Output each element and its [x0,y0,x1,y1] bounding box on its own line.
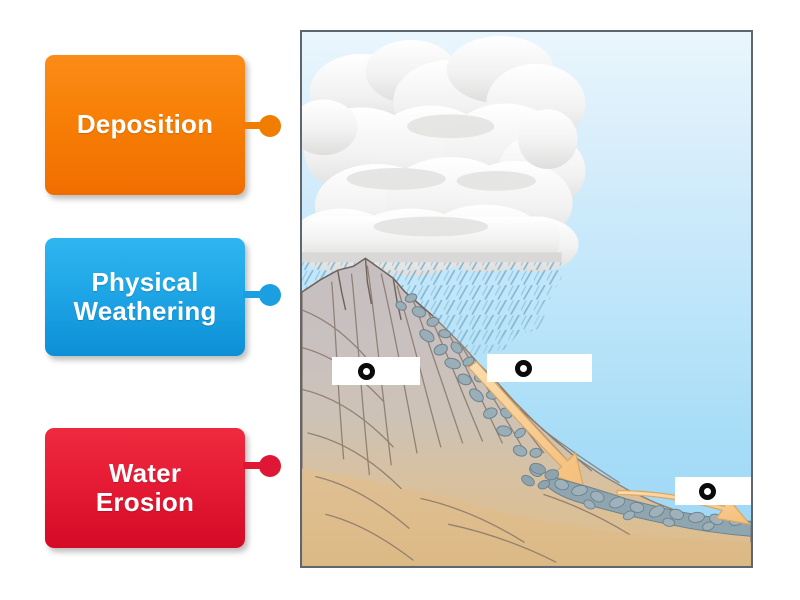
label-card-water-erosion-line1: Water [108,457,182,488]
label-card-physical-weathering[interactable]: Physical Weathering [45,238,245,356]
cloud-base-shadow [302,252,562,263]
cloud-shading [346,114,536,237]
cliff-rain-erosion-scene-svg [302,32,751,566]
answer-blank-2[interactable] [487,354,592,382]
sediment-deposit [521,462,751,537]
label-card-physical-weathering-line2: Weathering [73,296,217,326]
label-card-deposition-text: Deposition [76,109,214,140]
cliff-contour-lines [302,265,630,563]
answer-blank-1[interactable] [332,357,420,385]
connector-dot-icon-physical-weathering[interactable] [259,284,281,306]
target-ring-icon-2 [515,359,532,377]
connector-stem-water-erosion [243,462,267,469]
erosion-arrow [467,360,585,488]
connector-stem-physical-weathering [243,291,267,298]
diagram-image [300,30,753,568]
answer-blank-3[interactable] [675,477,751,505]
label-card-water-erosion[interactable]: Water Erosion [45,428,245,548]
connector-dot-icon-water-erosion[interactable] [259,455,281,477]
sandy-foreground [302,468,751,566]
connector-dot-icon-deposition[interactable] [259,115,281,137]
target-ring-icon-3 [699,482,716,500]
storm-clouds [302,35,586,277]
label-card-water-erosion-line2: Erosion [95,487,195,517]
label-card-deposition[interactable]: Deposition [45,55,245,195]
connector-stem-deposition [243,122,267,129]
label-card-physical-weathering-line1: Physical [91,266,199,297]
target-ring-icon-1 [358,362,375,380]
